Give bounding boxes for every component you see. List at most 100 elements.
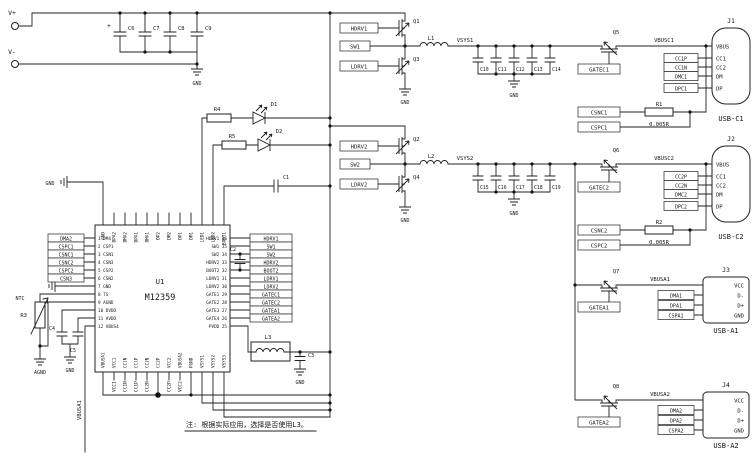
net-label-hdrv2-box xyxy=(339,140,379,152)
gnd-label: GND xyxy=(65,368,74,374)
connector-type: USB-C2 xyxy=(718,233,743,241)
junction-dot xyxy=(328,350,332,354)
cap-ref-c1: C1 xyxy=(283,175,289,181)
connector-ref: J2 xyxy=(727,135,735,143)
cap-ref-c8: C8 xyxy=(178,26,185,32)
cap-ref-c12: C12 xyxy=(516,67,525,73)
thermistor-r3 xyxy=(34,301,46,329)
net-box-right-boot2: BOOT2 xyxy=(263,269,278,275)
junction-dot xyxy=(189,393,193,397)
junction-dots-layer xyxy=(38,11,708,412)
bottom-net-cc2n: CC2N xyxy=(145,381,151,392)
net-label-gatea2-box xyxy=(577,416,621,428)
junction-dot xyxy=(476,44,480,48)
led-ref-d1: D1 xyxy=(271,102,278,108)
gnd-symbol xyxy=(398,85,412,96)
ic-pin-bottom-1: VBUSA1 xyxy=(101,352,107,368)
junction-dot xyxy=(238,252,242,256)
net-box-right-hdrv2: HDRV2 xyxy=(263,261,278,267)
net-label-dpc1-box xyxy=(663,83,699,93)
connector-J2-pin: CC2 xyxy=(716,184,726,190)
connector-ref: J4 xyxy=(722,381,730,389)
junction-dot xyxy=(512,72,516,76)
ic-pin-left-8: 8 TS xyxy=(98,292,109,298)
net-label-sw1: SW1 xyxy=(350,45,360,51)
cap-ref-c2: C2 xyxy=(230,247,236,253)
led-ref-d2: D2 xyxy=(276,129,283,135)
connector-type: USB-A2 xyxy=(713,442,738,450)
net-label-csnc2-box xyxy=(577,224,621,236)
net-label-left-csnc2: CSNC2 xyxy=(58,261,73,267)
note-text: 注: 根据实际应用，选择是否使用L3。 xyxy=(186,420,308,429)
junction-dot xyxy=(512,190,516,194)
net-label-dma1: DMA1 xyxy=(670,294,682,300)
connector-ref: J3 xyxy=(722,266,730,274)
junction-dot xyxy=(512,44,516,48)
connector-J2-pin: DP xyxy=(716,205,723,211)
junction-dot xyxy=(328,401,332,405)
net-label-cc1n: CC1N xyxy=(675,66,687,72)
ic-pin-top-3: DMA2 xyxy=(123,232,129,243)
junction-dot xyxy=(494,72,498,76)
transistor-ref-q8: Q8 xyxy=(613,384,620,390)
junction-dot xyxy=(548,44,552,48)
connector-J1-pin: DP xyxy=(716,87,723,93)
net-label-csnc2: CSNC2 xyxy=(591,229,608,235)
transistor-ref-q4: Q4 xyxy=(413,175,420,181)
junction-dot xyxy=(328,393,332,397)
junction-dot xyxy=(328,184,332,188)
connector-J3-pin: D+ xyxy=(737,304,744,310)
ic-pin-top-4: DPA1 xyxy=(134,232,140,243)
net-label-gatec2-box xyxy=(577,181,621,193)
net-label-left-dma2: DMA2 xyxy=(60,237,72,243)
mosfet-q4 xyxy=(392,168,410,200)
resistor-ref-r2: R2 xyxy=(656,220,663,226)
resistor-ref-r1: R1 xyxy=(656,102,663,108)
ic-pin-bottom-9: PGND xyxy=(189,357,195,368)
cap-ref-c16: C16 xyxy=(498,185,507,191)
ic-pin-bottom-3: CC1N xyxy=(123,357,129,368)
gnd-label: GND xyxy=(45,181,54,187)
transistor-ref-q7: Q7 xyxy=(613,269,620,275)
net-box-right-sw2: SW2 xyxy=(266,253,275,259)
connector-J2-pin: VBUS xyxy=(716,163,729,169)
net-box-right-gatea2-box xyxy=(249,313,293,323)
net-label-dpc1: DPC1 xyxy=(675,87,687,93)
ic-pin-left-1: 1 DM4 xyxy=(98,236,111,242)
gnd-symbol xyxy=(398,203,412,214)
net-label-dmc2: DMC2 xyxy=(675,193,687,199)
ic-pin-right-12: PVDD 25 xyxy=(209,324,228,330)
terminal-vplus xyxy=(11,22,19,30)
resistor-ref-r5: R5 xyxy=(229,134,236,140)
junction-dot xyxy=(403,44,407,48)
resistor-value-r1: 0.005R xyxy=(649,122,670,128)
resistor-r2 xyxy=(644,225,674,235)
junction-dot xyxy=(168,11,172,15)
gnd-symbol xyxy=(60,175,71,189)
net-label-cc2p: CC2P xyxy=(675,175,687,181)
led-d1 xyxy=(252,104,268,125)
ic-pin-top-6: DP2 xyxy=(156,232,162,240)
ic-pin-right-8: GATE1 29 xyxy=(206,292,227,298)
net-box-right-gatec1: GATEC1 xyxy=(262,293,280,299)
cap-ref-c10: C10 xyxy=(480,67,489,73)
ic-pin-left-11: 11 AVDD xyxy=(98,316,117,322)
mosfet-q5 xyxy=(593,41,625,59)
net-box-right-hdrv1: HDRV1 xyxy=(263,237,278,243)
net-label-cspc1: CSPC1 xyxy=(591,126,608,132)
wires-left-side xyxy=(30,181,104,453)
junction-dot xyxy=(403,162,407,166)
ic-pin-bottom-11: VSYS2 xyxy=(211,355,217,368)
junction-dot xyxy=(38,344,42,348)
junction-dot xyxy=(688,228,692,232)
ic-pin-right-1: HDRV1 36 xyxy=(206,236,227,242)
ic-pin-left-10: 10 DVDD xyxy=(98,308,117,314)
bottom-net-cc1n: CC1N xyxy=(123,381,129,392)
net-label-ldrv1: LDRV1 xyxy=(351,65,368,71)
net-label-vbusc2: VBUSC2 xyxy=(654,156,674,162)
net-box-right-ldrv1: LDRV1 xyxy=(263,277,278,283)
gnd-symbol xyxy=(63,353,77,364)
ic-pin-bottom-2: VCC1 xyxy=(112,357,118,368)
ic-pin-top-5: DMA1 xyxy=(145,232,151,243)
wires-usba xyxy=(574,163,704,431)
